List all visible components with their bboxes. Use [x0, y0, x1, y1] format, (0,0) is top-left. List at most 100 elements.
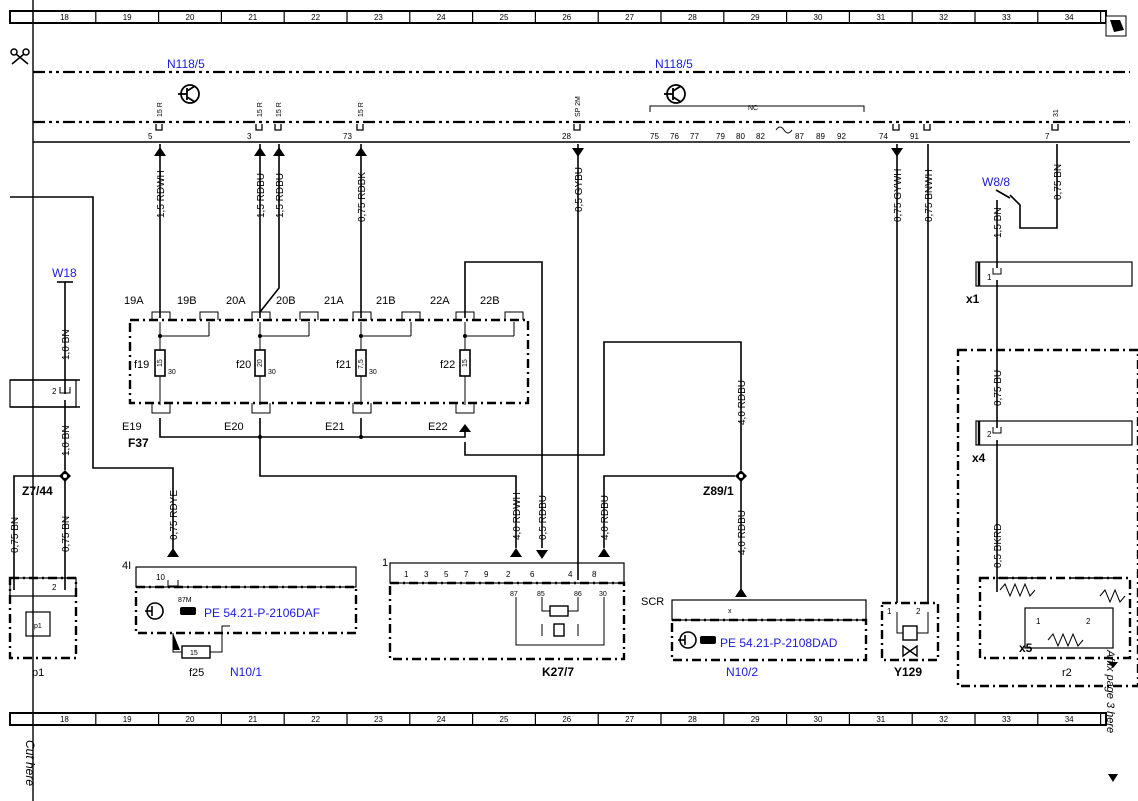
ruler-column-label: 26 [562, 13, 571, 22]
svg-text:30: 30 [168, 369, 176, 376]
svg-text:8: 8 [592, 570, 597, 579]
svg-text:76: 76 [670, 132, 679, 141]
svg-text:x: x [728, 608, 732, 615]
component-r2-frame [956, 348, 1138, 688]
ruler-column-label: 34 [1065, 13, 1074, 22]
svg-text:73: 73 [343, 132, 352, 141]
svg-text:f22: f22 [440, 359, 455, 371]
ground-w88-icon [995, 189, 1011, 199]
svg-text:77: 77 [690, 132, 699, 141]
ruler-column-label: 30 [814, 13, 823, 22]
svg-text:N10/1: N10/1 [230, 665, 262, 679]
scissors-icon [10, 48, 30, 65]
connector-x4: 2 x4 [972, 420, 1133, 465]
svg-text:2: 2 [506, 570, 511, 579]
ruler-column-label: 27 [625, 715, 634, 724]
svg-text:1,5 RDBU: 1,5 RDBU [275, 173, 286, 218]
svg-text:30: 30 [369, 369, 377, 376]
svg-text:K27/7: K27/7 [542, 665, 574, 679]
svg-text:x5: x5 [1019, 641, 1033, 655]
svg-text:80: 80 [736, 132, 745, 141]
svg-text:1: 1 [987, 273, 992, 282]
svg-text:0,75 BN: 0,75 BN [61, 516, 72, 552]
ruler-column-label: 25 [500, 13, 509, 22]
svg-text:0,75 RDYE: 0,75 RDYE [169, 490, 180, 540]
z744-label: Z7/44 [22, 484, 53, 498]
svg-text:PE 54.21-P-2108DAD: PE 54.21-P-2108DAD [720, 636, 838, 650]
valve-y129: 1 2 Y129 [880, 601, 940, 679]
svg-text:19B: 19B [177, 295, 197, 307]
svg-text:89: 89 [816, 132, 825, 141]
svg-text:31: 31 [1053, 109, 1060, 117]
svg-text:21A: 21A [324, 295, 344, 307]
ruler-column-label: 19 [123, 13, 132, 22]
svg-text:7: 7 [1045, 132, 1050, 141]
svg-text:1: 1 [404, 570, 409, 579]
svg-text:15 R: 15 R [276, 102, 283, 117]
svg-text:1,5 RDBU: 1,5 RDBU [256, 173, 267, 218]
svg-text:22A: 22A [430, 295, 450, 307]
svg-text:x4: x4 [972, 451, 986, 465]
svg-text:PE 54.21-P-2106DAF: PE 54.21-P-2106DAF [204, 606, 320, 620]
w88-label: W8/8 [982, 175, 1010, 189]
ruler-column-label: 33 [1002, 13, 1011, 22]
svg-text:3: 3 [424, 570, 429, 579]
svg-text:1: 1 [382, 557, 388, 569]
n118-label-right: N118/5 [655, 57, 693, 71]
ruler-ticks [32, 11, 1102, 725]
ruler-column-label: 29 [751, 13, 760, 22]
ruler-column-label: 27 [625, 13, 634, 22]
svg-text:0,75 BN: 0,75 BN [1053, 164, 1064, 200]
svg-text:0,5 RDBU: 0,5 RDBU [538, 495, 549, 540]
ruler-column-label: 33 [1002, 715, 1011, 724]
svg-text:15 R: 15 R [157, 102, 164, 117]
svg-text:0,5 GYBU: 0,5 GYBU [574, 167, 585, 212]
control-unit-icon-2 [664, 84, 686, 104]
ruler-labels: 1818191920202121222223232424252526262727… [60, 13, 1074, 724]
ruler-column-label: 31 [876, 13, 885, 22]
ruler-column-label: 32 [939, 13, 948, 22]
svg-text:5: 5 [148, 132, 153, 141]
ruler-column-label: 22 [311, 13, 320, 22]
signal-arrows [154, 147, 903, 160]
svg-text:86: 86 [574, 591, 582, 598]
svg-text:2: 2 [1086, 617, 1091, 626]
svg-text:2: 2 [52, 387, 57, 396]
svg-text:p1: p1 [34, 623, 42, 630]
ruler-column-label: 25 [500, 715, 509, 724]
svg-text:f21: f21 [336, 359, 351, 371]
hand-pointer-icon [180, 607, 196, 615]
svg-text:5: 5 [444, 570, 449, 579]
svg-text:3: 3 [247, 132, 252, 141]
control-unit-icon [178, 84, 200, 104]
splice-z744-icon [59, 470, 71, 482]
svg-text:1,0 BN: 1,0 BN [61, 425, 72, 456]
svg-text:30: 30 [268, 369, 276, 376]
svg-text:1,5 BN: 1,5 BN [993, 207, 1004, 238]
svg-text:6: 6 [530, 570, 535, 579]
svg-text:0,75 BN: 0,75 BN [10, 517, 21, 553]
ruler-column-label: 18 [60, 715, 69, 724]
svg-text:4,0 RDWH: 4,0 RDWH [512, 492, 523, 540]
svg-text:87M: 87M [178, 597, 192, 604]
svg-text:f20: f20 [236, 359, 251, 371]
svg-text:E19: E19 [122, 421, 142, 433]
svg-text:20B: 20B [276, 295, 296, 307]
component-x5: 1 2 x5 r2 [978, 576, 1132, 679]
component-n102: SCR x PE 54.21-P-2108DAD N10/2 [641, 588, 868, 679]
nc-label: NC [748, 105, 758, 112]
affix-text: Affix page 3 here [1104, 649, 1116, 733]
svg-text:E22: E22 [428, 421, 448, 433]
hand-pointer-icon-2 [700, 636, 716, 644]
svg-text:4,0 RDBU: 4,0 RDBU [600, 495, 611, 540]
ruler-column-label: 20 [186, 13, 195, 22]
ruler-column-label: 21 [248, 13, 257, 22]
page-corner-icon [1105, 15, 1127, 37]
svg-text:28: 28 [562, 132, 571, 141]
svg-text:p1: p1 [32, 667, 44, 679]
svg-text:1: 1 [887, 607, 892, 616]
ruler-column-label: 18 [60, 13, 69, 22]
relay-k277: 1 1 3 5 7 9 2 6 4 8 87 85 86 30 K27/7 [382, 548, 626, 679]
ruler-column-label: 31 [876, 715, 885, 724]
